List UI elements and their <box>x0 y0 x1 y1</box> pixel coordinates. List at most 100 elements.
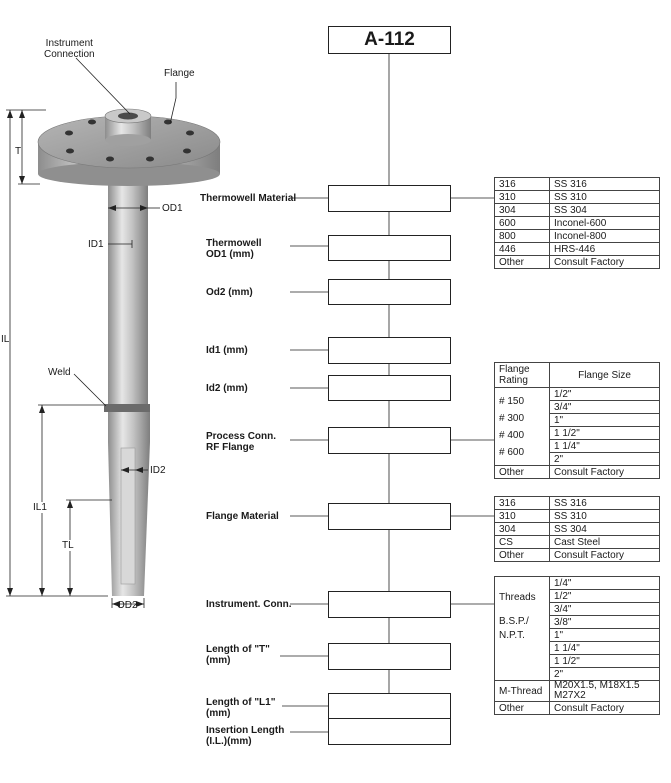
table-cell: 1 1/4" <box>549 641 660 655</box>
table-row: Threads B.S.P./ N.P.T. 1/4" <box>494 576 660 681</box>
table-cell: 2" <box>549 452 660 466</box>
lower-section <box>108 412 150 442</box>
row-label-length-l1: Length of "L1" (mm) <box>206 697 276 719</box>
table-cell: Consult Factory <box>549 548 660 562</box>
table-cell: M20X1.5, M18X1.5 M27X2 <box>549 680 660 702</box>
table-cell: 1 1/2" <box>549 426 660 440</box>
id1-label: ID1 <box>88 239 104 250</box>
row-label-flange-material: Flange Material <box>206 511 279 522</box>
model-title: A-112 <box>328 26 451 54</box>
flange-material-field[interactable] <box>328 503 451 530</box>
length-t-field[interactable] <box>328 643 451 670</box>
table-cell: Flange Size <box>549 362 660 388</box>
id2-field[interactable] <box>328 375 451 401</box>
thermowell-stem <box>108 170 148 406</box>
il-label: IL <box>1 334 10 345</box>
insertion-length-field[interactable] <box>328 718 451 745</box>
table-cell: HRS-446 <box>549 242 660 256</box>
table-cell: Consult Factory <box>549 465 660 479</box>
weld-label: Weld <box>48 367 71 378</box>
table-cell: 3/4" <box>549 400 660 414</box>
table-cell: SS 304 <box>549 522 660 536</box>
table-cell: 1" <box>549 628 660 642</box>
row-label-thermowell-material: Thermowell Material <box>200 193 297 204</box>
table-cell: Consult Factory <box>549 701 660 715</box>
row-label-id2: Id2 (mm) <box>206 383 248 394</box>
table-cell: 1 1/2" <box>549 654 660 668</box>
table-cell: 1 1/4" <box>549 439 660 453</box>
flange-label: Flange <box>164 68 195 79</box>
table-cell: 310 <box>494 190 550 204</box>
table-cell: 800 <box>494 229 550 243</box>
table-cell: SS 316 <box>549 496 660 510</box>
table-cell: 304 <box>494 522 550 536</box>
table-cell: 3/8" <box>549 615 660 629</box>
weld-band <box>104 404 150 412</box>
row-label-od1: Thermowell OD1 (mm) <box>206 238 262 260</box>
od1-label: OD1 <box>162 203 183 214</box>
table-header-row: Flange Rating Flange Size <box>494 362 660 388</box>
instrument-conn-field[interactable] <box>328 591 451 618</box>
il1-label: IL1 <box>33 502 47 513</box>
table-cell: SS 304 <box>549 203 660 217</box>
row-label-id1: Id1 (mm) <box>206 345 248 356</box>
table-cell: Other <box>494 701 550 715</box>
table-cell: Other <box>494 465 550 479</box>
instrument-conn-table: Threads B.S.P./ N.P.T. 1/4" 1/2" 3/4" 3/… <box>494 576 660 715</box>
table-cell: 1/2" <box>549 387 660 401</box>
bore-slot <box>120 447 136 585</box>
table-cell: # 150 # 300 # 400 # 600 <box>494 387 550 466</box>
table-cell: Inconel-600 <box>549 216 660 230</box>
bolt-holes <box>65 119 194 162</box>
t-label: T <box>15 146 22 157</box>
table-cell: 1/2" <box>549 589 660 603</box>
thermowell-material-field[interactable] <box>328 185 451 212</box>
id1-field[interactable] <box>328 337 451 364</box>
table-cell: 2" <box>549 667 660 681</box>
table-cell: 446 <box>494 242 550 256</box>
table-cell: 310 <box>494 509 550 523</box>
process-conn-field[interactable] <box>328 427 451 454</box>
table-cell: 3/4" <box>549 602 660 616</box>
od2-label: OD2 <box>117 600 138 611</box>
table-cell: Flange Rating <box>494 362 550 388</box>
table-cell: Inconel-800 <box>549 229 660 243</box>
length-l1-field[interactable] <box>328 693 451 719</box>
tl-label: TL <box>62 540 74 551</box>
table-cell: 1/4" <box>549 576 660 590</box>
table-cell: 316 <box>494 496 550 510</box>
table-cell: SS 310 <box>549 509 660 523</box>
table-cell: CS <box>494 535 550 549</box>
table-cell: M-Thread <box>494 680 550 702</box>
od2-field[interactable] <box>328 279 451 305</box>
table-cell: Threads B.S.P./ N.P.T. <box>494 576 550 681</box>
table-row: M-Thread M20X1.5, M18X1.5 M27X2 <box>494 680 660 702</box>
table-cell: SS 310 <box>549 190 660 204</box>
table-cell: SS 316 <box>549 177 660 191</box>
row-label-od2: Od2 (mm) <box>206 287 253 298</box>
row-label-instrument-conn: Instrument. Conn. <box>206 599 292 610</box>
row-label-process-conn: Process Conn. RF Flange <box>206 431 277 453</box>
row-label-length-t: Length of "T" (mm) <box>206 644 270 666</box>
flange-size-table: Flange Rating Flange Size # 150 # 300 # … <box>494 362 660 479</box>
od1-field[interactable] <box>328 235 451 261</box>
table-cell: 600 <box>494 216 550 230</box>
flange-bottom-edge <box>38 162 220 186</box>
table-cell: Consult Factory <box>549 255 660 269</box>
table-row: # 150 # 300 # 400 # 600 1/2" <box>494 387 660 466</box>
